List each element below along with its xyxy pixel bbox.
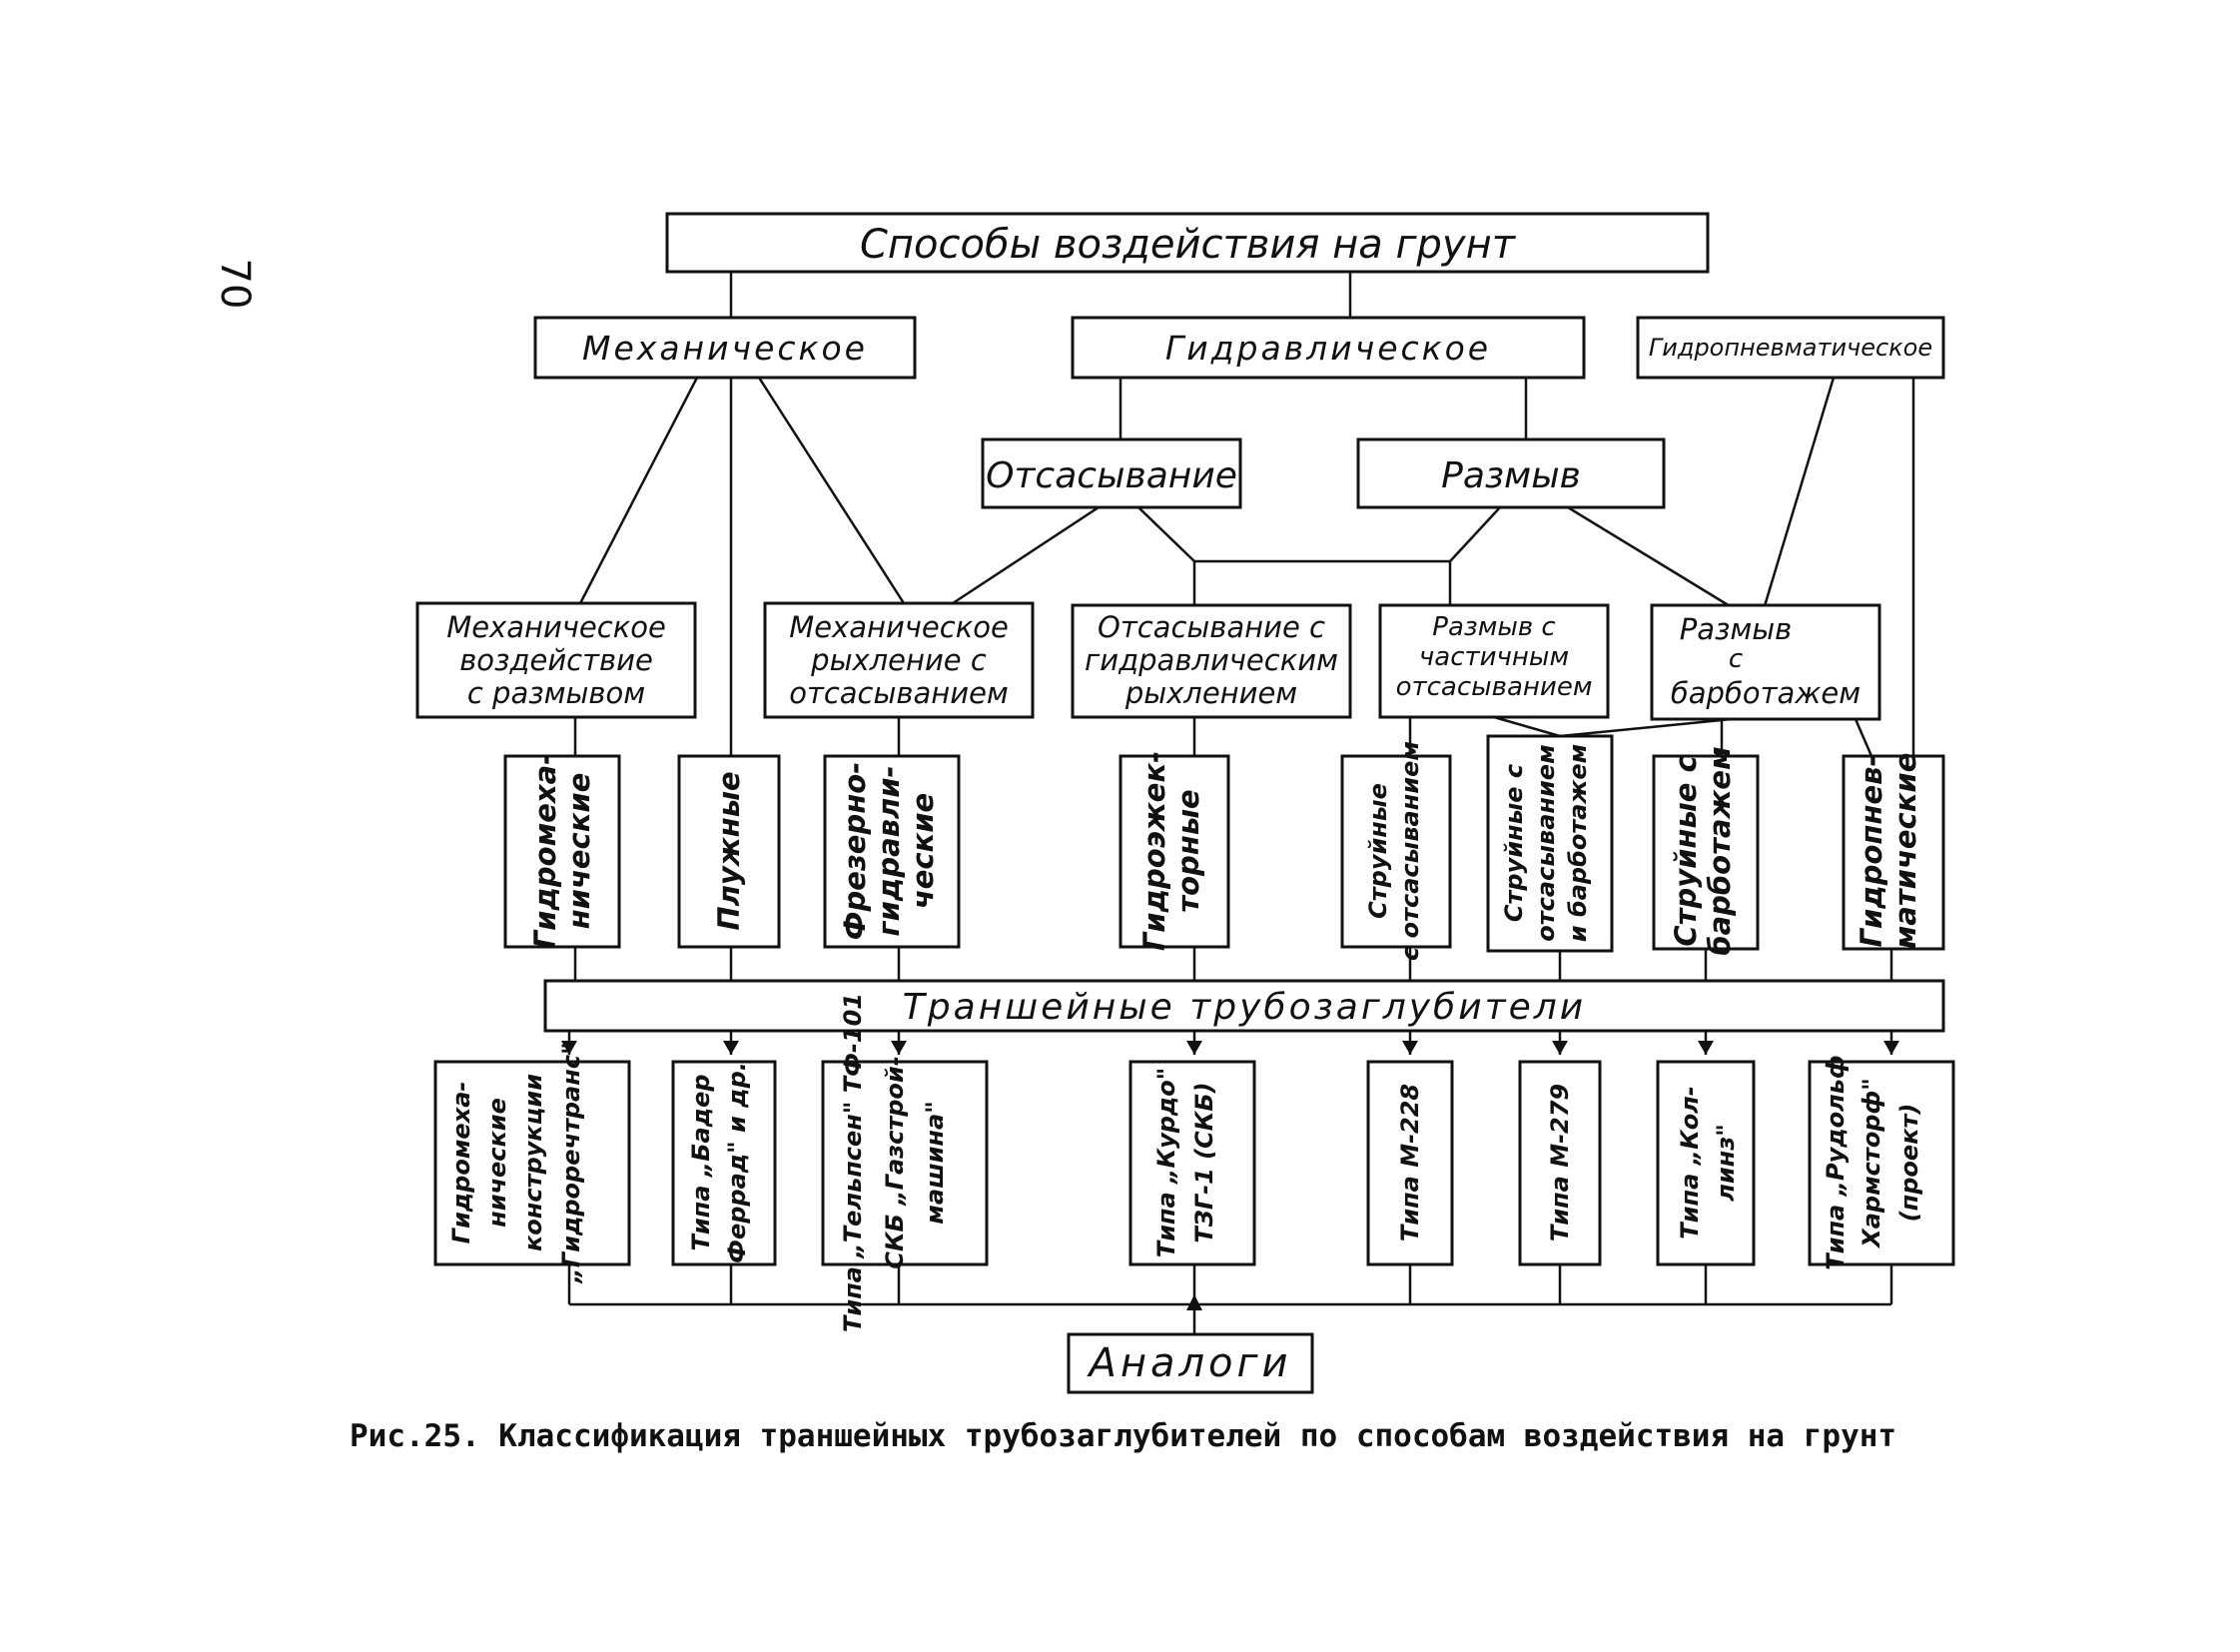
svg-text:барботажем: барботажем (1703, 746, 1737, 955)
svg-text:отсасыванием: отсасыванием (1396, 672, 1593, 702)
machine-rudolf-harmstorf: Типа „Рудольф Хармсторф" (проект) (1808, 1055, 1955, 1270)
svg-text:матические: матические (1888, 753, 1922, 950)
root-node: Способы воздействия на грунт (665, 212, 1710, 274)
type-hydroejector: Гидроэжек- торные (1119, 751, 1230, 951)
machine-telpsen: Типа „Тельпсен" ТФ-101 СКБ „Газстрой- ма… (821, 993, 989, 1332)
svg-text:нические: нические (483, 1098, 511, 1228)
type-jet-suction: Струйные с отсасыванием (1340, 741, 1452, 961)
svg-text:ТЗГ-1 (СКБ): ТЗГ-1 (СКБ) (1190, 1082, 1218, 1242)
combined-mech-washout: Механическое воздействие с размывом (415, 601, 697, 719)
figure-caption: Рис.25. Классификация траншейных трубоза… (350, 1418, 1896, 1454)
arrowheads (561, 1041, 1899, 1310)
type-jet-suction-bubbling: Струйные с отсасыванием и барботажем (1486, 734, 1614, 953)
svg-text:ческие: ческие (906, 793, 940, 909)
svg-text:Струйные с: Струйные с (1500, 764, 1528, 922)
svg-text:Типа „Курдо": Типа „Курдо" (1152, 1068, 1180, 1258)
svg-text:линз": линз" (1712, 1124, 1740, 1201)
method-hydropneumatic-label: Гидропневматическое (1649, 334, 1932, 362)
svg-text:Типа „Кол-: Типа „Кол- (1676, 1086, 1704, 1239)
svg-text:Струйные: Струйные (1364, 783, 1392, 919)
combined-suction-hydro-loosening: Отсасывание с гидравлическим рыхлением (1071, 603, 1352, 719)
connector-lines (567, 272, 1915, 1334)
svg-text:Размыв с: Размыв с (1432, 612, 1555, 642)
svg-text:с: с (1729, 644, 1743, 674)
root-label: Способы воздействия на грунт (860, 222, 1517, 268)
svg-text:нические: нические (562, 773, 596, 930)
svg-text:Типа М-279: Типа М-279 (1546, 1084, 1574, 1241)
combined-washout-partial-suction: Размыв с частичным отсасыванием (1378, 603, 1610, 719)
type-hydromechanical: Гидромеха- нические (503, 753, 621, 950)
svg-text:гидравлическим: гидравлическим (1085, 643, 1338, 677)
sub-washout: Размыв (1356, 437, 1666, 509)
combined-mech-loosening-suction: Механическое рыхление с отсасыванием (763, 601, 1035, 719)
combined-washout-bubbling: Размыв с барботажем (1650, 603, 1881, 721)
svg-text:Феррад" и др.: Феррад" и др. (723, 1062, 751, 1263)
svg-text:Плужные: Плужные (712, 771, 746, 930)
svg-text:Механическое: Механическое (789, 610, 1009, 644)
svg-text:СКБ „Газстрой-: СКБ „Газстрой- (881, 1056, 909, 1268)
svg-text:отсасыванием: отсасыванием (789, 676, 1009, 710)
sub-suction: Отсасывание (981, 437, 1242, 509)
analogs-node: Аналоги (1067, 1332, 1314, 1394)
svg-text:Гидромеха-: Гидромеха- (447, 1082, 475, 1244)
analogs-label: Аналоги (1086, 1340, 1291, 1386)
svg-text:воздействие: воздействие (459, 643, 653, 677)
type-jet-bubbling: Струйные с барботажем (1652, 746, 1760, 956)
machine-m279: Типа М-279 (1518, 1060, 1602, 1266)
svg-text:торные: торные (1171, 789, 1205, 912)
svg-text:Струйные с: Струйные с (1669, 755, 1703, 946)
method-hydropneumatic: Гидропневматическое (1636, 316, 1945, 380)
svg-text:Механическое: Механическое (446, 610, 666, 644)
method-mechanical-label: Механическое (582, 329, 868, 368)
svg-text:„Гидроречтранс": „Гидроречтранс" (557, 1042, 585, 1283)
machine-hydromech-constructions: Гидромеха- нические конструкции „Гидроре… (433, 1042, 631, 1284)
machine-bader: Типа „Бадер Феррад" и др. (671, 1060, 777, 1266)
machine-collinz: Типа „Кол- линз" (1656, 1060, 1756, 1266)
svg-text:Гидроэжек-: Гидроэжек- (1137, 751, 1171, 951)
svg-text:гидравли-: гидравли- (872, 765, 906, 936)
machine-kurdo: Типа „Курдо" ТЗГ-1 (СКБ) (1128, 1060, 1256, 1266)
svg-text:Типа „Рудольф: Типа „Рудольф (1822, 1055, 1850, 1269)
svg-text:барботажем: барботажем (1671, 676, 1861, 710)
svg-text:Гидропнев-: Гидропнев- (1855, 754, 1888, 947)
svg-text:рыхление с: рыхление с (810, 643, 987, 677)
svg-text:(проект): (проект) (1895, 1104, 1923, 1223)
svg-text:Фрезерно-: Фрезерно- (838, 762, 872, 940)
svg-text:с отсасыванием: с отсасыванием (1396, 741, 1424, 961)
type-plow: Плужные (677, 754, 781, 949)
machine-m228: Типа М-228 (1366, 1060, 1454, 1266)
trencher-bar: Траншейные трубозаглубители (543, 979, 1945, 1033)
method-hydraulic: Гидравлическое (1071, 316, 1586, 380)
method-hydraulic-label: Гидравлическое (1165, 329, 1491, 368)
svg-text:частичным: частичным (1419, 642, 1569, 672)
svg-text:Типа М-228: Типа М-228 (1396, 1084, 1424, 1241)
svg-text:конструкции: конструкции (519, 1074, 547, 1251)
svg-text:Типа „Тельпсен" ТФ-101: Типа „Тельпсен" ТФ-101 (839, 993, 867, 1332)
svg-text:отсасыванием: отсасыванием (1532, 744, 1560, 941)
svg-text:рыхлением: рыхлением (1124, 676, 1297, 710)
type-hydropneumatic: Гидропнев- матические (1842, 753, 1945, 951)
svg-text:Гидромеха-: Гидромеха- (528, 753, 562, 950)
svg-text:Отсасывание с: Отсасывание с (1098, 610, 1325, 644)
sub-suction-label: Отсасывание (986, 455, 1237, 496)
svg-text:с размывом: с размывом (467, 676, 645, 710)
svg-text:машина": машина" (921, 1101, 949, 1224)
type-milling-hydraulic: Фрезерно- гидравли- ческие (823, 754, 961, 949)
svg-text:Типа „Бадер: Типа „Бадер (687, 1074, 715, 1250)
method-mechanical: Механическое (533, 316, 917, 380)
svg-text:Хармсторф": Хармсторф" (1858, 1078, 1885, 1249)
trencher-bar-label: Траншейные трубозаглубители (903, 987, 1586, 1028)
page-number: 70 (212, 259, 258, 310)
svg-text:Размыв: Размыв (1680, 612, 1793, 646)
svg-text:и барботажем: и барботажем (1564, 744, 1592, 942)
sub-washout-label: Размыв (1441, 455, 1581, 496)
